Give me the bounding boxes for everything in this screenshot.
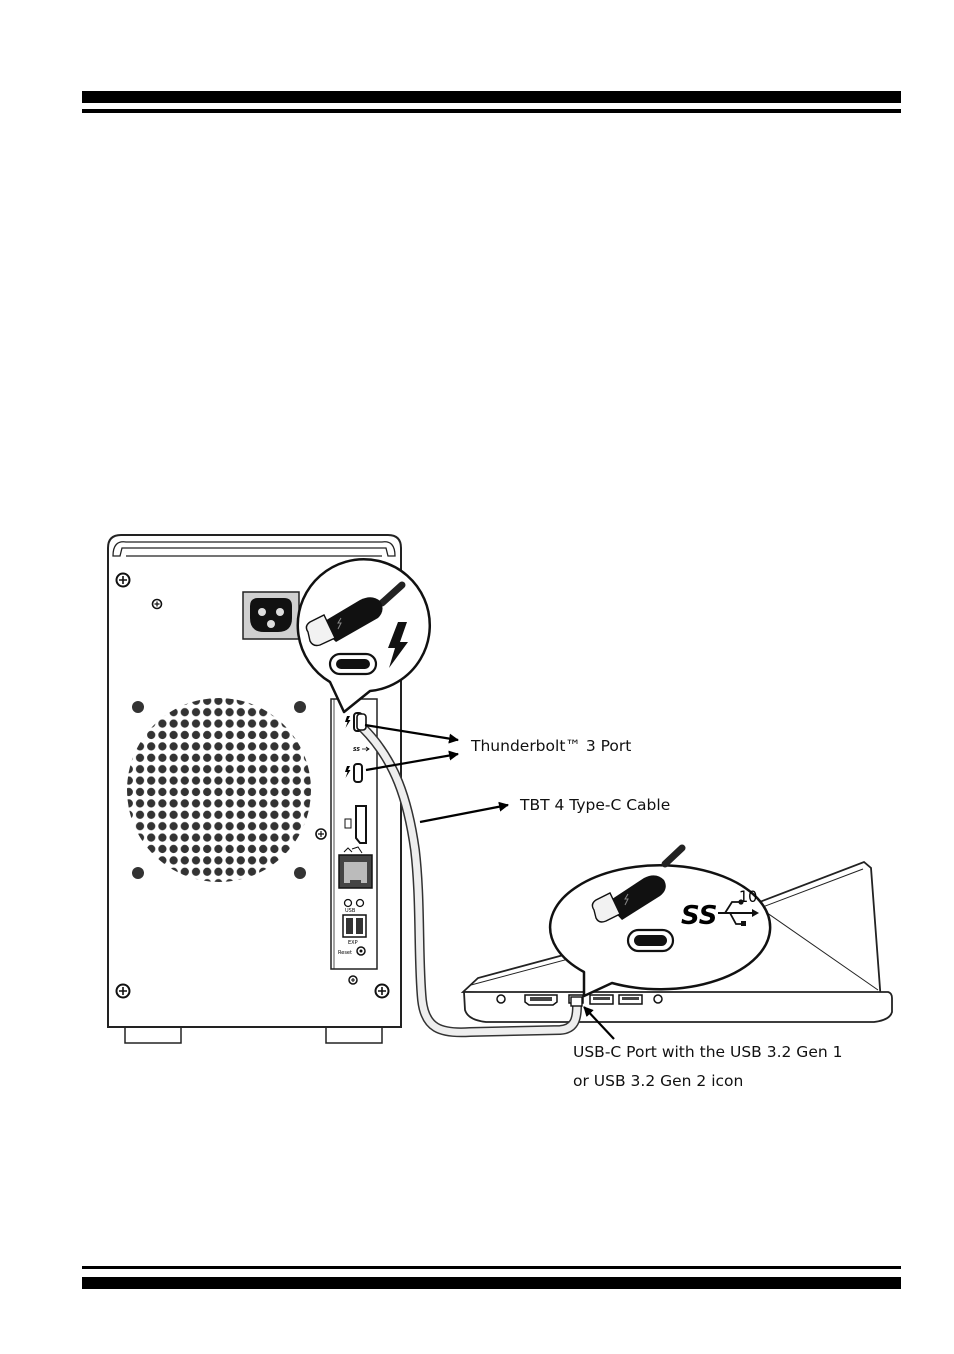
arrow-usbc-port bbox=[583, 1006, 615, 1040]
screw-bottom-left bbox=[115, 983, 131, 999]
svg-text:SS: SS bbox=[353, 747, 360, 753]
thunderbolt-bolt-icon bbox=[388, 622, 408, 668]
superspeed-usb-icon: SS bbox=[353, 746, 370, 753]
enclosure-top-recess bbox=[112, 541, 396, 557]
thunderbolt-magnifier bbox=[296, 558, 431, 714]
screw-fan-right bbox=[315, 828, 327, 840]
thunderbolt-port-2 bbox=[345, 763, 363, 783]
enclosure-foot-left bbox=[124, 1025, 182, 1044]
thunderbolt-bolt-icon bbox=[345, 766, 351, 778]
laptop-audio-jack bbox=[496, 994, 506, 1004]
arrow-thunderbolt-port-1 bbox=[364, 723, 459, 744]
screw-small-top bbox=[151, 598, 163, 610]
footer-rule-thick bbox=[82, 1277, 901, 1289]
superspeed-usb-icon: SS 10 bbox=[681, 887, 759, 931]
thunderbolt-cable-plug bbox=[305, 581, 406, 647]
laptop-indicator bbox=[653, 994, 663, 1004]
io-panel: SS USB bbox=[330, 698, 378, 970]
footer-rule-thin bbox=[82, 1266, 901, 1269]
tbt-type-c-cable bbox=[356, 713, 583, 1038]
arrow-thunderbolt-port-2 bbox=[365, 750, 459, 772]
usb-panel-label: USB bbox=[345, 908, 356, 914]
arrow-cable bbox=[419, 801, 509, 824]
screw-bottom-right bbox=[374, 983, 390, 999]
header-rule-thick bbox=[82, 91, 901, 103]
screw-panel-bottom bbox=[348, 975, 358, 985]
usbc-port-label-line1: USB-C Port with the USB 3.2 Gen 1 bbox=[573, 1043, 843, 1061]
status-led-2 bbox=[355, 898, 365, 908]
status-led-1 bbox=[343, 898, 353, 908]
reset-label: Reset bbox=[338, 950, 352, 956]
thunderbolt-bolt-icon bbox=[345, 716, 351, 728]
usbc-port-label-line2: or USB 3.2 Gen 2 icon bbox=[573, 1072, 744, 1090]
usb-magnifier: SS 10 bbox=[548, 844, 772, 998]
thunderbolt-port-label: Thunderbolt™ 3 Port bbox=[471, 737, 632, 755]
exp-label: EXP bbox=[348, 940, 358, 946]
enclosure-foot-right bbox=[325, 1025, 383, 1044]
fan-vent bbox=[127, 698, 311, 882]
laptop-usb-a-port-1 bbox=[589, 994, 614, 1005]
screw-top-left bbox=[115, 572, 131, 588]
cable-label: TBT 4 Type-C Cable bbox=[520, 796, 671, 814]
usb-a-ports bbox=[342, 914, 367, 938]
displayport-icon bbox=[344, 805, 367, 844]
usb-ss-text: SS bbox=[681, 901, 718, 931]
laptop-usb-a-port-2 bbox=[618, 994, 643, 1005]
header-rule-thin bbox=[82, 109, 901, 113]
ethernet-icon bbox=[338, 846, 373, 889]
power-inlet-icon bbox=[242, 591, 300, 640]
usb-cable-plug bbox=[591, 844, 686, 923]
laptop-hdmi-port bbox=[524, 994, 558, 1006]
usb-speed-text: 10 bbox=[739, 887, 757, 906]
